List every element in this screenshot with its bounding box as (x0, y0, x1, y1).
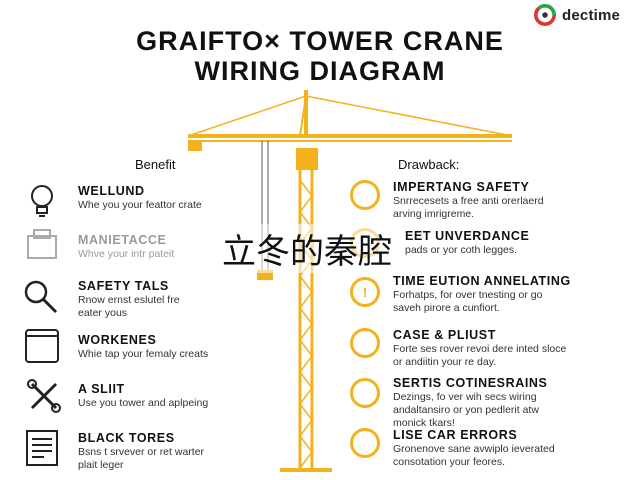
drawback-item: IMPERTANG SAFETY Snrrecesets a free anti… (393, 180, 618, 221)
title-line-1: GRAIFTO× TOWER CRANE (136, 26, 504, 56)
drawback-desc: Dezings, fo ver wih secs wiring (393, 391, 537, 403)
benefit-desc: Whve your intr pateit (78, 248, 175, 260)
benefit-title: MANIETACCE (78, 233, 167, 247)
tablet-icon (25, 329, 59, 363)
lightbulb-icon (31, 185, 53, 217)
tools-icon (27, 379, 61, 413)
title-line-2: WIRING DIAGRAM (194, 56, 446, 86)
magnifier-icon (24, 280, 58, 314)
benefit-item: A SLIIT Use you tower and aplpeing (78, 382, 303, 410)
drawback-desc: Gronenove sane avwiplo ieverated (393, 443, 555, 455)
drawback-desc: pads or yor coth legges. (405, 244, 518, 256)
drawback-marker-icon (350, 328, 380, 358)
drawback-desc: consotation your feores. (393, 456, 506, 468)
drawback-desc: monick tkars! (393, 417, 455, 429)
benefit-item: MANIETACCE Whve your intr pateit (78, 233, 303, 261)
benefit-desc: Use you tower and aplpeing (78, 397, 209, 409)
benefit-column-header: Benefit (135, 157, 176, 172)
drawback-title: LISE CAR ERRORS (393, 428, 518, 442)
drawback-desc: Forte ses rover revoi dere inted sloce (393, 343, 567, 355)
drawback-title: IMPERTANG SAFETY (393, 180, 530, 194)
drawback-item: EET UNVERDANCE pads or yor coth legges. (405, 229, 630, 257)
drawback-item: LISE CAR ERRORS Gronenove sane avwiplo i… (393, 428, 618, 469)
benefit-title: WORKENES (78, 333, 157, 347)
drawback-desc: arving imrigreme. (393, 208, 475, 220)
benefit-desc: Bsns t srvever or ret warter (78, 446, 205, 458)
benefit-desc: Whe you your feattor crate (78, 199, 202, 211)
brand: dectime (534, 4, 620, 26)
drawback-title: SERTIS COTINESRAINS (393, 376, 548, 390)
benefit-item: BLACK TORES Bsns t srvever or ret warter… (78, 431, 303, 472)
drawback-marker-icon (350, 378, 380, 408)
drawback-desc: Forhatps, for over tnesting or go (393, 289, 543, 301)
benefit-desc: Rnow ernst eslutel fre (78, 294, 180, 306)
drawback-column-header: Drawback: (398, 157, 460, 172)
benefit-title: A SLIIT (78, 382, 125, 396)
benefit-desc: eater yous (78, 307, 128, 319)
drawback-desc: andaltansiro or yon pedlerit atw (393, 404, 539, 416)
drawback-title: TIME EUTION ANNELATING (393, 274, 571, 288)
benefit-desc: Whie tap your femaly creats (78, 348, 209, 360)
drawback-title: EET UNVERDANCE (405, 229, 530, 243)
brand-name: dectime (562, 6, 621, 24)
drawback-desc: saveh pirore a cunfiort. (393, 302, 500, 314)
drawback-marker-icon (350, 180, 380, 210)
benefit-title: WELLUND (78, 184, 145, 198)
drawback-item: TIME EUTION ANNELATING Forhatps, for ove… (393, 274, 618, 315)
benefit-item: WELLUND Whe you your feattor crate (78, 184, 303, 212)
drawback-item: CASE & PLIUST Forte ses rover revoi dere… (393, 328, 618, 369)
overlay-text: 立冬的秦腔 (218, 224, 396, 273)
drawback-desc: or andiitin your re day. (393, 356, 497, 368)
drawback-item: SERTIS COTINESRAINS Dezings, fo ver wih … (393, 376, 618, 430)
benefit-item: SAFETY TALS Rnow ernst eslutel fre eater… (78, 279, 303, 320)
document-icon (26, 430, 58, 466)
brand-logo-icon (534, 4, 556, 26)
benefit-item: WORKENES Whie tap your femaly creats (78, 333, 303, 361)
drawback-desc: Snrrecesets a free anti orerlaerd (393, 195, 544, 207)
benefit-title: BLACK TORES (78, 431, 175, 445)
benefit-title: SAFETY TALS (78, 279, 169, 293)
drawback-warning-icon: ! (350, 277, 380, 307)
benefit-desc: plait leger (78, 459, 124, 471)
drawback-marker-icon (350, 428, 380, 458)
panel-icon (27, 229, 57, 259)
drawback-title: CASE & PLIUST (393, 328, 496, 342)
